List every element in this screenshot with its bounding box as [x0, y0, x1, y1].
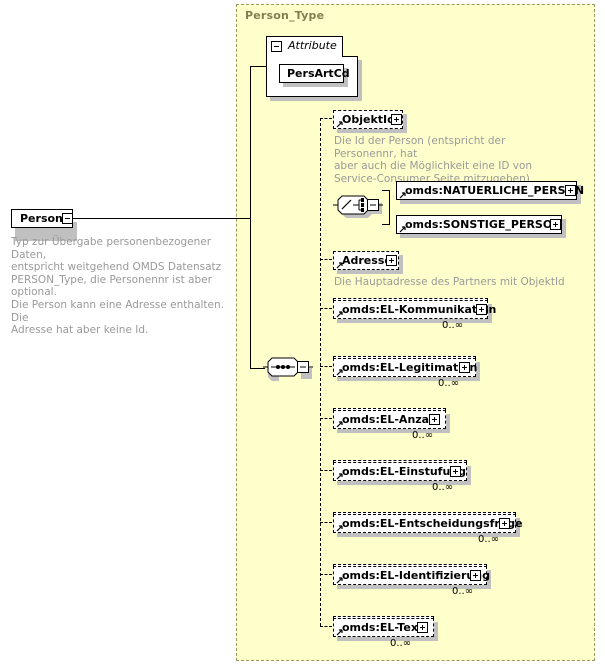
- element-sonstige-person[interactable]: omds:SONSTIGE_PERSON: [396, 215, 562, 234]
- branch-objektid: [320, 118, 332, 119]
- el-text-inarrow-icon: [336, 628, 344, 636]
- element-el-anzahl-label: omds:EL-Anzahl: [342, 413, 441, 426]
- branch-el-identifizierung: [320, 574, 332, 575]
- element-el-entscheidungsfrage[interactable]: omds:EL-Entscheidungsfrage: [333, 514, 523, 533]
- branch-el-legitimation: [320, 366, 332, 367]
- element-el-einstufung[interactable]: omds:EL-Einstufung: [333, 462, 467, 481]
- objektid-inarrow-icon: [336, 120, 344, 128]
- el-kommunikation-plus-icon[interactable]: [476, 304, 487, 315]
- el-anzahl-multiplicity: 0..∞: [412, 430, 434, 441]
- attribute-persartcd[interactable]: PersArtCd: [279, 64, 350, 83]
- element-natuerliche-person[interactable]: omds:NATUERLICHE_PERSON: [396, 181, 584, 200]
- el-kommunikation-inarrow-icon: [336, 310, 344, 318]
- attribute-tab[interactable]: Attribute: [266, 36, 343, 57]
- choice-branch-bus: [389, 190, 390, 224]
- person-minus-icon[interactable]: [62, 213, 73, 224]
- el-identifizierung-multiplicity: 0..∞: [452, 586, 474, 597]
- objektid-plus-icon[interactable]: [391, 114, 402, 125]
- branch-el-kommunikation: [320, 308, 332, 309]
- branch-el-anzahl: [320, 418, 332, 419]
- adresse-inarrow-icon: [336, 261, 344, 269]
- branch-el-einstufung: [320, 470, 332, 471]
- element-el-kommunikation[interactable]: omds:EL-Kommunikation: [333, 300, 496, 319]
- element-adresse-label: Adresse: [342, 254, 392, 267]
- el-identifizierung-inarrow-icon: [336, 576, 344, 584]
- el-text-plus-icon[interactable]: [417, 622, 428, 633]
- element-el-entscheidungsfrage-label: omds:EL-Entscheidungsfrage: [342, 517, 523, 530]
- el-entscheidungsfrage-multiplicity: 0..∞: [478, 534, 500, 545]
- branch-el-entscheidungsfrage: [320, 522, 332, 523]
- element-objektid[interactable]: ObjektId: [333, 110, 403, 129]
- element-objektid-label: ObjektId: [342, 113, 395, 126]
- adresse-annotation: Die Hauptadresse des Partners mit Objekt…: [334, 276, 565, 288]
- element-sonstige-person-label: omds:SONSTIGE_PERSON: [405, 218, 562, 231]
- attribute-minus-icon[interactable]: [271, 41, 282, 52]
- branch-adresse: [320, 259, 332, 260]
- element-el-legitimation-label: omds:EL-Legitimation: [342, 361, 478, 374]
- element-natuerliche-person-label: omds:NATUERLICHE_PERSON: [405, 184, 585, 197]
- connector-trunk-attribute: [250, 66, 266, 67]
- element-person-label: Person: [20, 212, 63, 225]
- connector-person-trunk: [73, 218, 250, 219]
- person-type-container: [236, 4, 595, 661]
- choice-branch-natuerliche: [382, 190, 390, 191]
- choice-branch-sonstige: [382, 224, 390, 225]
- el-einstufung-multiplicity: 0..∞: [432, 482, 454, 493]
- el-legitimation-plus-icon[interactable]: [459, 362, 470, 373]
- element-el-text[interactable]: omds:EL-Text: [333, 618, 434, 637]
- element-el-kommunikation-label: omds:EL-Kommunikation: [342, 303, 497, 316]
- branch-el-text: [320, 626, 332, 627]
- element-el-einstufung-label: omds:EL-Einstufung: [342, 465, 467, 478]
- el-identifizierung-plus-icon[interactable]: [470, 570, 481, 581]
- el-legitimation-inarrow-icon: [336, 368, 344, 376]
- sonstige-person-inarrow-icon: [399, 225, 407, 233]
- connector-trunk-vertical: [250, 66, 251, 369]
- element-el-identifizierung-label: omds:EL-Identifizierung: [342, 569, 490, 582]
- adresse-plus-icon[interactable]: [386, 255, 397, 266]
- sequence-branch-bus: [320, 118, 321, 626]
- person-annotation: Typ zur Übergabe personenbezogener Daten…: [11, 236, 224, 337]
- element-person[interactable]: Person: [11, 209, 73, 228]
- sonstige-person-plus-icon[interactable]: [550, 219, 561, 230]
- element-el-identifizierung[interactable]: omds:EL-Identifizierung: [333, 566, 490, 585]
- el-legitimation-multiplicity: 0..∞: [438, 378, 460, 389]
- natuerliche-person-plus-icon[interactable]: [565, 185, 576, 196]
- el-kommunikation-multiplicity: 0..∞: [442, 320, 464, 331]
- element-el-anzahl[interactable]: omds:EL-Anzahl: [333, 410, 446, 429]
- attribute-tab-label: Attribute: [288, 39, 337, 52]
- el-entscheidungsfrage-inarrow-icon: [336, 524, 344, 532]
- el-entscheidungsfrage-plus-icon[interactable]: [499, 518, 510, 529]
- choice-icon[interactable]: [333, 193, 383, 220]
- el-text-multiplicity: 0..∞: [390, 638, 412, 649]
- sequence-icon[interactable]: [263, 355, 313, 382]
- element-adresse[interactable]: Adresse: [333, 251, 399, 270]
- natuerliche-person-inarrow-icon: [399, 191, 407, 199]
- element-el-text-label: omds:EL-Text: [342, 621, 424, 634]
- el-anzahl-inarrow-icon: [336, 420, 344, 428]
- el-anzahl-plus-icon[interactable]: [429, 414, 440, 425]
- el-einstufung-inarrow-icon: [336, 472, 344, 480]
- element-el-legitimation[interactable]: omds:EL-Legitimation: [333, 358, 478, 377]
- el-einstufung-plus-icon[interactable]: [450, 466, 461, 477]
- attribute-persartcd-label: PersArtCd: [287, 67, 350, 80]
- objektid-annotation: Die Id der Person (entspricht der Person…: [334, 135, 533, 185]
- connector-trunk-sequence: [250, 368, 265, 369]
- person-type-label: Person_Type: [245, 9, 325, 22]
